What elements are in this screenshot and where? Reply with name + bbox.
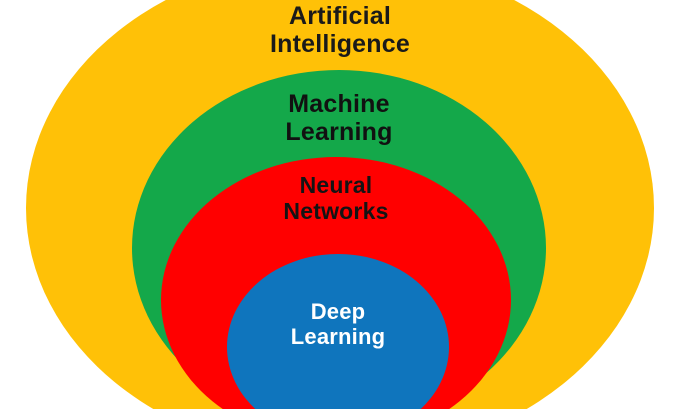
ring-label-artificial-intelligence: Artificial Intelligence	[270, 2, 410, 58]
ring-label-deep-learning: Deep Learning	[290, 299, 386, 349]
